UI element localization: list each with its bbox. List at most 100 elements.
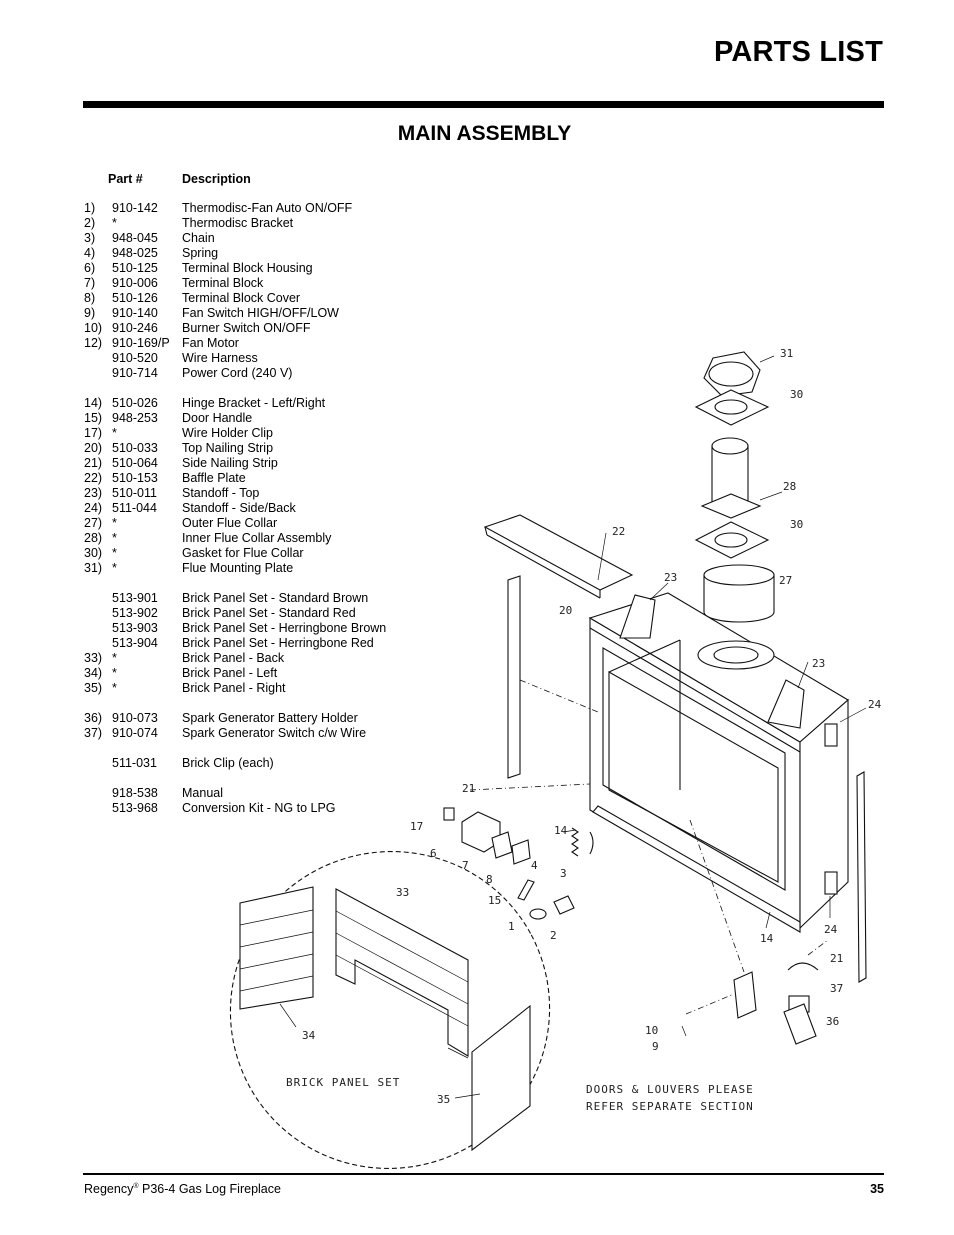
brick-panel-set-note: BRICK PANEL SET [286, 1076, 400, 1089]
item-number: 21) [84, 456, 103, 470]
part-number: 511-031 [112, 756, 157, 770]
part-number: 510-125 [112, 261, 158, 275]
brick-panel-back [335, 888, 469, 1057]
baffle-plate [483, 514, 634, 591]
footer-title: Regency® P36-4 Gas Log Fireplace [84, 1182, 281, 1196]
part-description: Manual [182, 786, 223, 800]
callout-21: 21 [830, 952, 843, 965]
part-description: Hinge Bracket - Left/Right [182, 396, 326, 410]
footer-model: P36-4 Gas Log Fireplace [138, 1182, 281, 1196]
part-number: * [112, 426, 117, 440]
item-number: 34) [84, 666, 103, 680]
part-description: Brick Panel Set - Standard Brown [182, 591, 369, 605]
part-description: Brick Panel - Right [182, 681, 286, 695]
part-number: 513-968 [112, 801, 158, 815]
item-number: 2) [84, 216, 96, 230]
part-number: 948-025 [112, 246, 158, 260]
item-number: 12) [84, 336, 103, 350]
standoff-side-upper [824, 723, 838, 747]
item-number: 9) [84, 306, 96, 320]
part-description: Door Handle [182, 411, 253, 425]
brick-panel-set-ellipse [229, 851, 551, 1169]
callout-14: 14 [554, 824, 568, 837]
item-number: 10) [84, 321, 103, 335]
page-title: PARTS LIST [713, 36, 883, 68]
item-number: 22) [84, 471, 103, 485]
item-number: 28) [84, 531, 103, 545]
part-description: Brick Panel Set - Standard Red [182, 606, 356, 620]
flue-gasket-lower [694, 521, 770, 559]
callout-7: 7 [462, 859, 469, 872]
callout-21: 21 [462, 782, 475, 795]
callout-35: 35 [437, 1093, 450, 1106]
callout-labels: 3130283027222320232421176781443151233343… [302, 347, 882, 1106]
callout-31: 31 [780, 347, 793, 360]
terminal-block [491, 831, 513, 859]
brick-panel-right [471, 1004, 531, 1152]
part-description: Flue Mounting Plate [182, 561, 294, 575]
callout-23: 23 [664, 571, 677, 584]
part-number: 510-026 [112, 396, 158, 410]
part-number: 910-140 [112, 306, 158, 320]
part-description: Terminal Block Housing [182, 261, 313, 275]
callout-24: 24 [824, 923, 838, 936]
part-number: 510-126 [112, 291, 158, 305]
side-nailing-strip-left [507, 575, 521, 779]
callout-4: 4 [531, 859, 538, 872]
part-number: 918-538 [112, 786, 158, 800]
callout-30: 30 [790, 518, 803, 531]
bottom-rule [83, 1173, 884, 1175]
part-number: 910-714 [112, 366, 158, 380]
part-number: 948-253 [112, 411, 158, 425]
part-number: 910-006 [112, 276, 158, 290]
part-description: Side Nailing Strip [182, 456, 278, 470]
thermodisc-bracket [553, 895, 575, 915]
doors-note-line1: DOORS & LOUVERS PLEASE [586, 1083, 754, 1096]
callout-30: 30 [790, 388, 803, 401]
doors-note-line2: REFER SEPARATE SECTION [586, 1100, 754, 1113]
part-description: Wire Harness [182, 351, 258, 365]
item-number: 3) [84, 231, 96, 245]
part-description: Burner Switch ON/OFF [182, 321, 311, 335]
callout-3: 3 [560, 867, 567, 880]
item-number: 20) [84, 441, 103, 455]
item-number: 36) [84, 711, 103, 725]
registered-mark: ® [133, 1182, 139, 1190]
part-number: 510-011 [112, 486, 157, 500]
firebox-side [799, 698, 849, 930]
part-description: Spark Generator Battery Holder [182, 711, 358, 725]
part-description: Top Nailing Strip [182, 441, 274, 455]
part-number: 910-073 [112, 711, 158, 725]
item-number: 35) [84, 681, 103, 695]
callout-1: 1 [508, 920, 515, 933]
part-number: 910-074 [112, 726, 158, 740]
part-description: Outer Flue Collar [182, 516, 278, 530]
callout-23: 23 [812, 657, 825, 670]
side-nailing-strip-right [856, 771, 867, 983]
item-number: 7) [84, 276, 96, 290]
header-description: Description [182, 172, 251, 186]
part-number: 510-064 [112, 456, 158, 470]
standoff-top-right [767, 679, 805, 729]
standoff-top-left [619, 594, 656, 639]
part-number: 511-044 [112, 501, 157, 515]
callout-22: 22 [612, 525, 625, 538]
part-description: Terminal Block Cover [182, 291, 301, 305]
part-number: * [112, 531, 117, 545]
part-number: 513-901 [112, 591, 158, 605]
part-description: Gasket for Flue Collar [182, 546, 304, 560]
thermodisc [529, 908, 547, 920]
part-description: Fan Motor [182, 336, 239, 350]
brick-panel-left [239, 886, 314, 1010]
part-description: Wire Holder Clip [182, 426, 273, 440]
item-number: 14) [84, 396, 103, 410]
callout-28: 28 [783, 480, 796, 493]
part-description: Spring [182, 246, 219, 260]
footer-brand: Regency [84, 1182, 134, 1196]
part-description: Spark Generator Switch c/w Wire [182, 726, 367, 740]
callout-14: 14 [760, 932, 774, 945]
part-number: 910-142 [112, 201, 158, 215]
part-number: * [112, 666, 117, 680]
part-number: 910-520 [112, 351, 158, 365]
